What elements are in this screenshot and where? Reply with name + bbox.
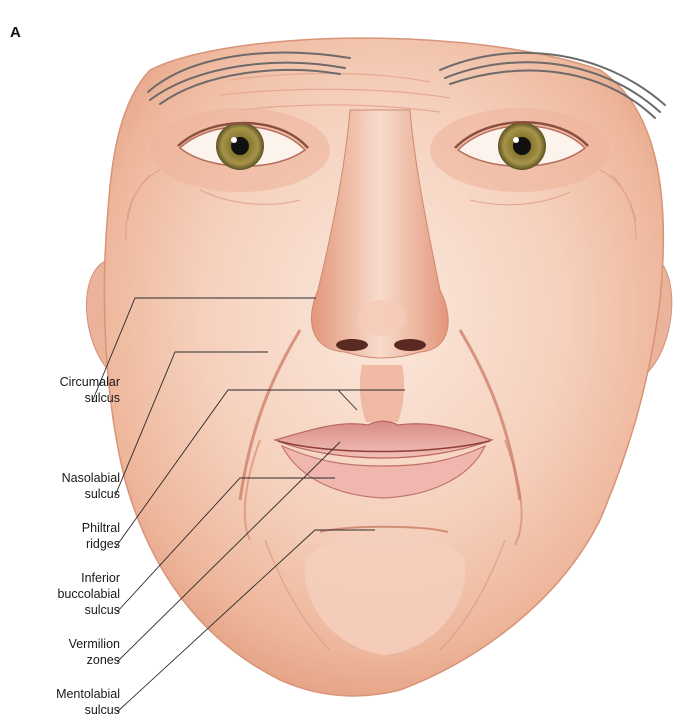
label-nasolabial-sulcus: Nasolabial sulcus [0,470,120,502]
philtrum [360,365,404,422]
panel-letter: A [10,24,21,41]
label-mentolabial-sulcus: Mentolabial sulcus [0,686,120,718]
label-vermilion-zones: Vermilion zones [0,636,120,668]
label-circumalar-sulcus: Circumalar sulcus [0,374,120,406]
label-philtral-ridges: Philtral ridges [0,520,120,552]
label-inferior-buccolabial-sulcus: Inferior buccolabial sulcus [0,570,120,618]
